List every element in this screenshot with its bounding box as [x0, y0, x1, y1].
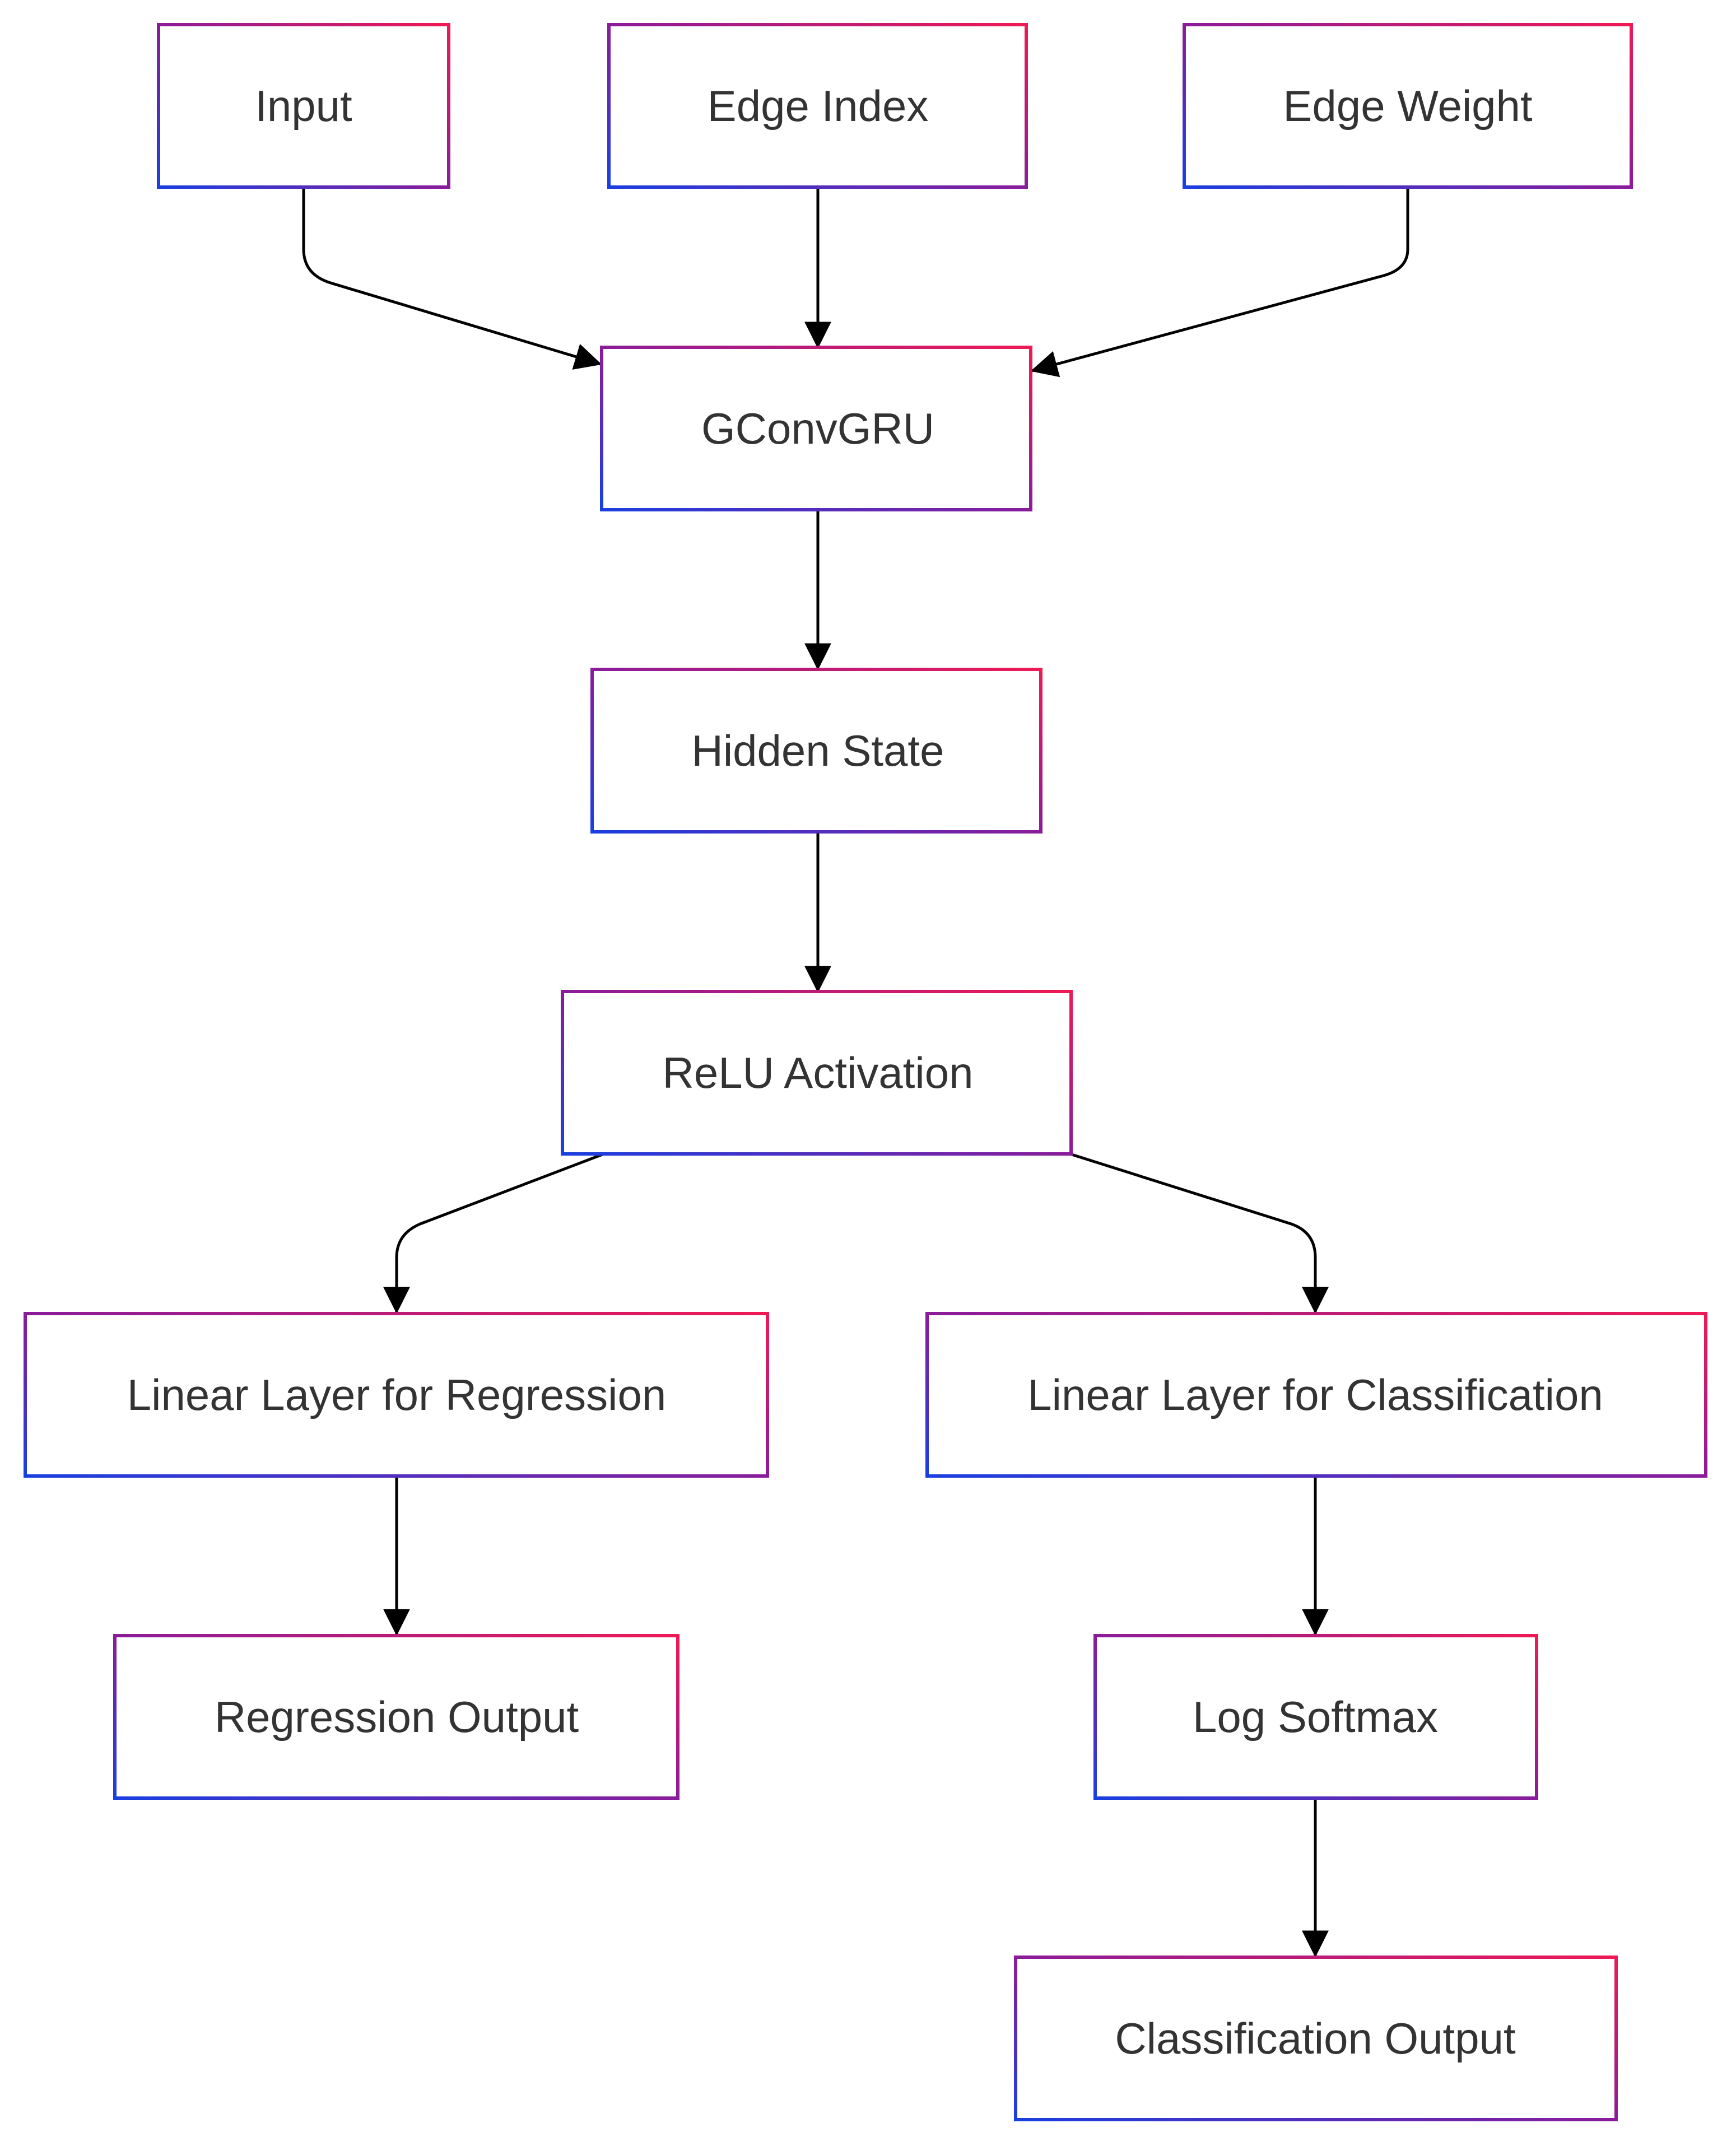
edge-edgeweight-to-gconvgru	[1030, 188, 1409, 378]
node-gconvgru-box	[600, 346, 1032, 511]
node-relu-activation-label: ReLU Activation	[663, 1048, 974, 1097]
node-hidden-state-box	[590, 668, 1042, 834]
node-linear-regression-label: Linear Layer for Regression	[127, 1370, 667, 1419]
node-edge-weight-box	[1183, 23, 1633, 189]
node-relu-activation[interactable]: ReLU Activation	[561, 990, 1073, 1156]
node-input-label: Input	[255, 81, 352, 131]
edge-relu-to-linearregression	[383, 1152, 604, 1314]
node-linear-classification-box	[925, 1312, 1707, 1478]
node-log-softmax[interactable]: Log Softmax	[1093, 1634, 1538, 1800]
node-edge-index-box	[607, 23, 1028, 189]
node-classification-output-label: Classification Output	[1115, 2014, 1516, 2063]
node-linear-classification[interactable]: Linear Layer for Classification	[925, 1312, 1707, 1478]
edge-relu-to-linearclassification	[1069, 1152, 1329, 1314]
node-edge-weight[interactable]: Edge Weight	[1183, 23, 1633, 189]
node-regression-output-box	[113, 1634, 679, 1800]
node-classification-output[interactable]: Classification Output	[1014, 1956, 1618, 2121]
node-gconvgru-label: GConvGRU	[701, 404, 934, 453]
node-edge-index-label: Edge Index	[708, 81, 929, 131]
node-regression-output[interactable]: Regression Output	[113, 1634, 679, 1800]
node-log-softmax-box	[1093, 1634, 1538, 1800]
node-edge-weight-label: Edge Weight	[1283, 81, 1533, 131]
edge-input-to-gconvgru	[302, 188, 602, 370]
node-hidden-state-label: Hidden State	[692, 726, 944, 775]
edges	[302, 188, 1409, 1958]
node-relu-activation-box	[561, 990, 1073, 1156]
node-input-box	[157, 23, 450, 189]
node-input[interactable]: Input	[157, 23, 450, 189]
node-regression-output-label: Regression Output	[215, 1692, 579, 1742]
node-edge-index[interactable]: Edge Index	[607, 23, 1028, 189]
node-linear-classification-label: Linear Layer for Classification	[1027, 1370, 1603, 1419]
node-linear-regression-box	[24, 1312, 769, 1478]
node-linear-regression[interactable]: Linear Layer for Regression	[24, 1312, 769, 1478]
node-gconvgru[interactable]: GConvGRU	[600, 346, 1032, 511]
node-classification-output-box	[1014, 1956, 1618, 2121]
node-log-softmax-label: Log Softmax	[1193, 1692, 1438, 1742]
node-hidden-state[interactable]: Hidden State	[590, 668, 1042, 834]
